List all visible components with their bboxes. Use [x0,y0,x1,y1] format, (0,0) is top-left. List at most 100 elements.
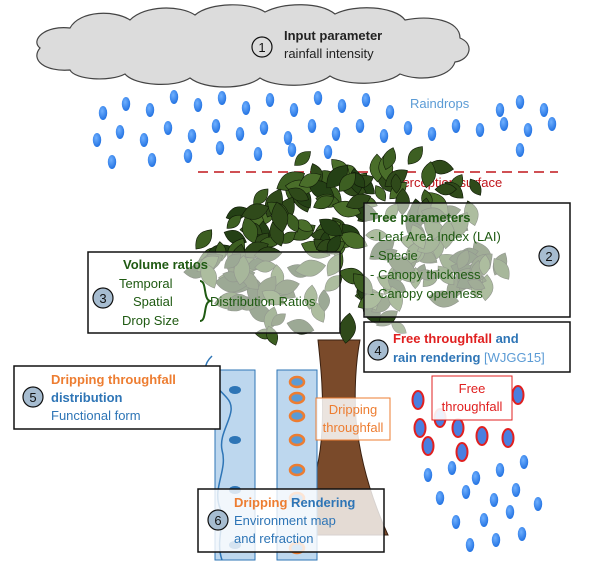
raindrop [217,91,227,105]
raindrop [313,91,323,105]
volume-ratios-title: Volume ratios [123,257,208,272]
raindrop [385,105,395,119]
leaf [226,214,242,229]
dripping-distribution-line1: Dripping throughfall [51,372,176,387]
rendering-word: Rendering [287,495,355,510]
dripping-rendering-line1: Dripping Rendering [234,495,355,510]
raindrop [519,455,529,469]
leaf [338,172,356,192]
free-drop [455,442,469,462]
volume-ratios-box: Volume ratios Temporal Spatial Drop Size… [87,251,341,334]
raindrop [495,103,505,117]
raindrop [511,483,521,497]
raindrop [92,133,102,147]
raindrop [147,153,157,167]
raindrop [211,119,221,133]
raindrop [451,119,461,133]
tree-param-specie: - Specie [370,248,418,263]
raindrop [447,461,457,475]
free-throughfall-frame [363,321,571,373]
free-drop [413,418,427,438]
cloud-title: Input parameter [284,28,382,43]
step-number-3: 3 [99,291,106,306]
raindrop [183,149,193,163]
leaf [298,173,322,188]
step-number-6: 6 [214,513,221,528]
raindrop [139,133,149,147]
step-circle-5 [22,386,44,408]
raindrop [403,121,413,135]
ratio-brace [199,280,214,322]
free-tag-line2: throughfall [442,399,503,414]
leaf [421,161,436,189]
dripping-drop [288,433,306,447]
free-throughfall-and: and [492,331,519,346]
ratio-spatial: Spatial [133,294,173,309]
step-number-1: 1 [258,40,265,55]
raindrop [323,145,333,159]
volume-ratios-frame [87,251,341,334]
free-throughfall-box: 4 Free throughfall and rain rendering [W… [363,321,571,373]
tree-parameters-title: Tree parameters [370,210,470,225]
dripping-tag-line1: Dripping [329,402,377,417]
step-number-4: 4 [374,343,381,358]
step-circle-3 [92,287,114,309]
free-drop [451,418,465,438]
raindrop [427,127,437,141]
rain-rendering-label: rain rendering [393,350,480,365]
tree-param-openness: - Canopy openness [370,286,483,301]
raindrop [235,127,245,141]
leaf [374,185,387,202]
raindrop [337,99,347,113]
raindrops-label: Raindrops [410,96,470,111]
ratio-temporal: Temporal [119,276,173,291]
leaf [382,147,397,170]
step-number-5: 5 [29,390,36,405]
tree-param-lai: - Leaf Area Index (LAI) [370,229,501,244]
raindrop [163,121,173,135]
free-drop [421,436,435,456]
raindrop [491,533,501,547]
leaf [294,151,311,166]
raindrop [331,127,341,141]
dripping-throughfall-tag: Dripping throughfall [315,397,391,441]
dripping-rendering-line3: and refraction [234,531,314,546]
raindrop [465,538,475,552]
raindrop [451,515,461,529]
leaf [271,201,289,233]
raindrop [461,485,471,499]
step-circle-6 [207,509,229,531]
dripping-distribution-line3: Functional form [51,408,141,423]
leaf [339,312,356,344]
dripping-tag-line2: throughfall [323,420,384,435]
raindrop [169,90,179,104]
step-circle-4 [367,339,389,361]
free-drop [511,385,525,405]
tree-param-thickness: - Canopy thickness [370,267,481,282]
raindrop [379,129,389,143]
dripping-drop [288,391,306,405]
raindrop [253,147,263,161]
raindrop [479,513,489,527]
raindrop [361,93,371,107]
free-throughfall-tag: Free throughfall [431,375,513,421]
step-circle-2 [538,245,560,267]
leaf [287,187,310,202]
raindrop [355,119,365,133]
raindrop [107,155,117,169]
raindrop [489,493,499,507]
raindrop [145,103,155,117]
ratio-drop-size: Drop Size [122,313,179,328]
dripping-drop [288,375,306,389]
free-tag-line1: Free [459,381,486,396]
raindrop [423,468,433,482]
raindrop [505,505,515,519]
raindrop [115,125,125,139]
raindrop [523,123,533,137]
free-tag-frame [431,375,513,421]
raindrop [495,463,505,477]
raindrop [475,123,485,137]
leaf [407,146,423,165]
dripping-rendering-frame [197,488,385,553]
